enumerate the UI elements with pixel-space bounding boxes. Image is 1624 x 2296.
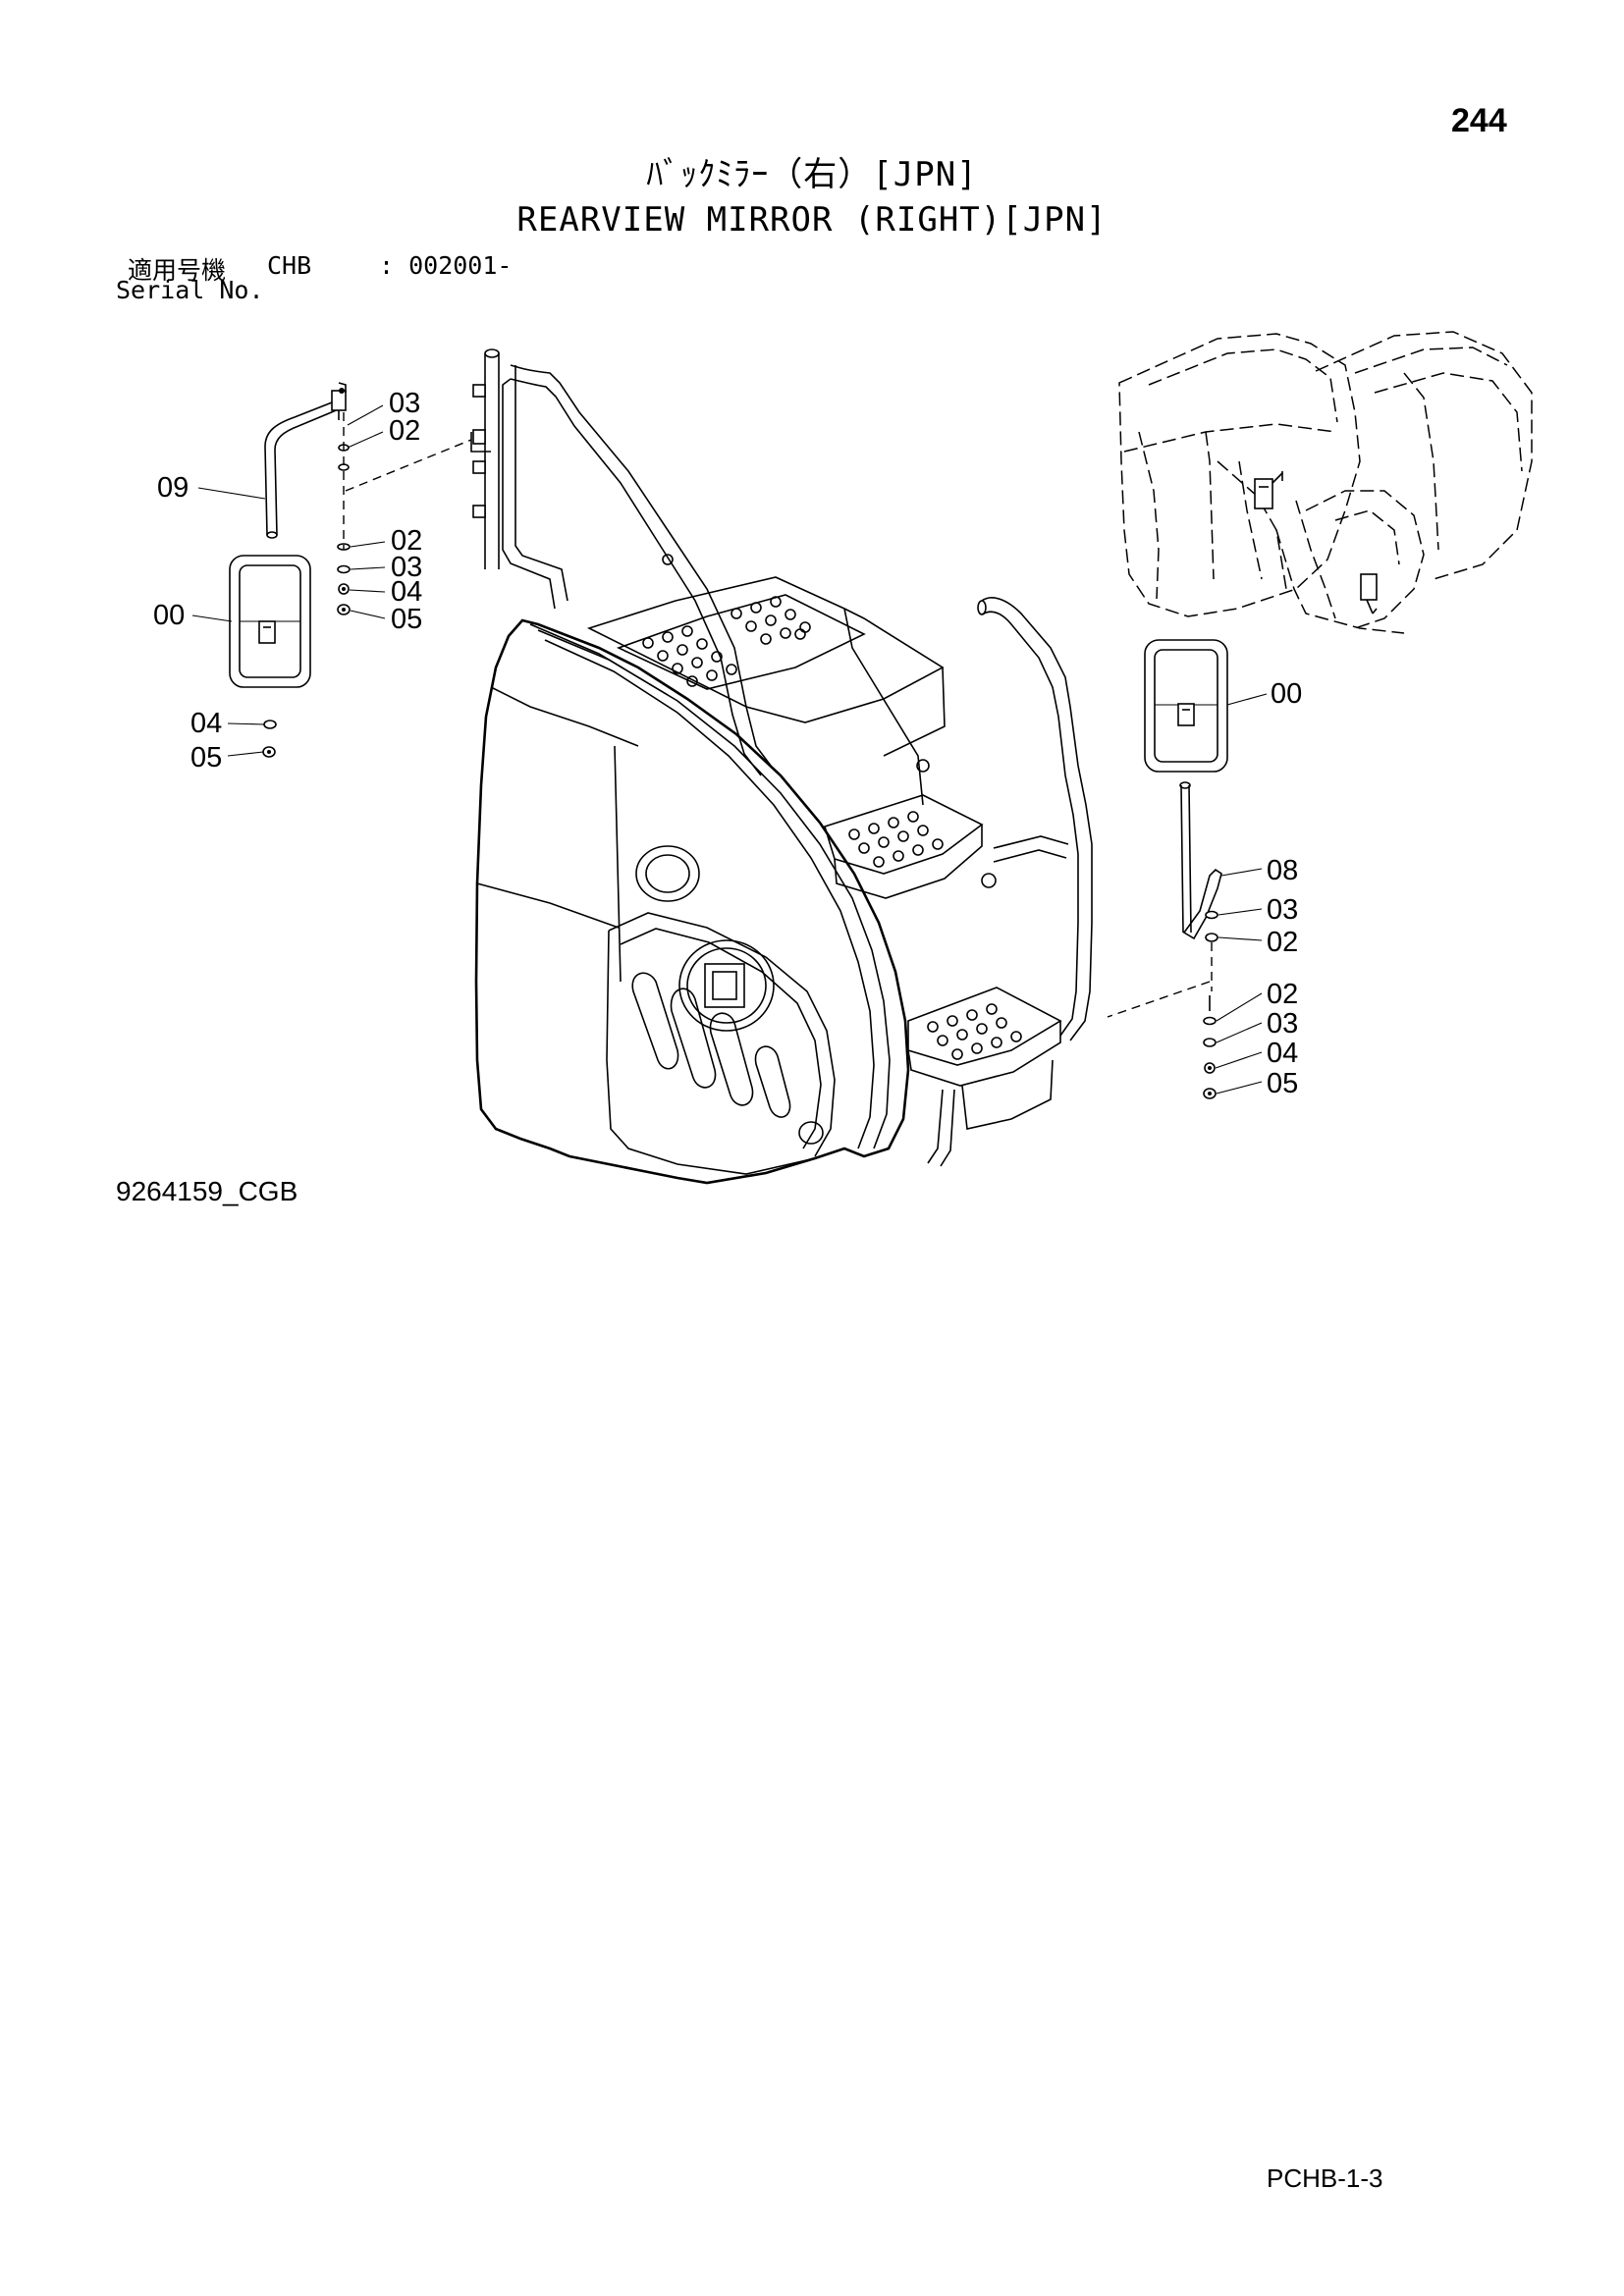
page-title-english: REARVIEW MIRROR (RIGHT)[JPN] bbox=[516, 200, 1108, 240]
serial-range: : 002001- bbox=[379, 251, 513, 280]
serial-model: CHB bbox=[267, 251, 312, 280]
serial-label-japanese: 適用号機 bbox=[128, 256, 227, 285]
callout-left-hw-05: 05 bbox=[391, 604, 422, 635]
middle-step-holes bbox=[848, 811, 944, 868]
callout-right-lower-03: 03 bbox=[1267, 1008, 1298, 1040]
page-number: 244 bbox=[1451, 102, 1507, 139]
drawing-number: 9264159_CGB bbox=[116, 1176, 298, 1206]
upper-step-holes bbox=[642, 596, 811, 687]
leader-lines bbox=[191, 404, 1268, 1095]
fender-step-body bbox=[474, 554, 1062, 1185]
callout-left-bottom-04: 04 bbox=[190, 708, 222, 739]
callout-left-bracket-03: 03 bbox=[389, 388, 420, 419]
callout-left-bracket-02: 02 bbox=[389, 415, 420, 447]
page-title-japanese: ﾊﾞｯｸﾐﾗｰ（右）[JPN] bbox=[646, 155, 978, 194]
callout-left-mirror-00: 00 bbox=[153, 600, 185, 631]
callout-numbers: 03 02 09 02 03 04 05 00 04 05 00 08 03 0… bbox=[153, 388, 1302, 1099]
callout-left-hw-03: 03 bbox=[391, 552, 422, 583]
lower-step-holes bbox=[927, 1003, 1022, 1060]
callout-right-lower-02: 02 bbox=[1267, 979, 1298, 1010]
callout-right-lower-05: 05 bbox=[1267, 1068, 1298, 1099]
callout-right-arm-08: 08 bbox=[1267, 855, 1298, 886]
callout-left-hw-02: 02 bbox=[391, 525, 422, 557]
callout-right-mirror-00: 00 bbox=[1271, 678, 1302, 710]
serial-label-english: Serial No. bbox=[116, 276, 264, 304]
callout-left-hw-04: 04 bbox=[391, 576, 422, 608]
right-mirror-assembly bbox=[1107, 639, 1228, 1099]
callout-right-upper-02: 02 bbox=[1267, 927, 1298, 958]
page-code: PCHB-1-3 bbox=[1267, 2163, 1383, 2193]
callout-right-upper-03: 03 bbox=[1267, 894, 1298, 926]
callout-right-lower-04: 04 bbox=[1267, 1038, 1298, 1069]
callout-left-arm-09: 09 bbox=[157, 472, 189, 504]
machine-overview-inset bbox=[1118, 331, 1533, 634]
exploded-parts-diagram: 03 02 09 02 03 04 05 00 04 05 00 08 03 0… bbox=[153, 331, 1533, 1185]
callout-left-bottom-05: 05 bbox=[190, 742, 222, 774]
left-mirror-assembly bbox=[229, 382, 491, 758]
